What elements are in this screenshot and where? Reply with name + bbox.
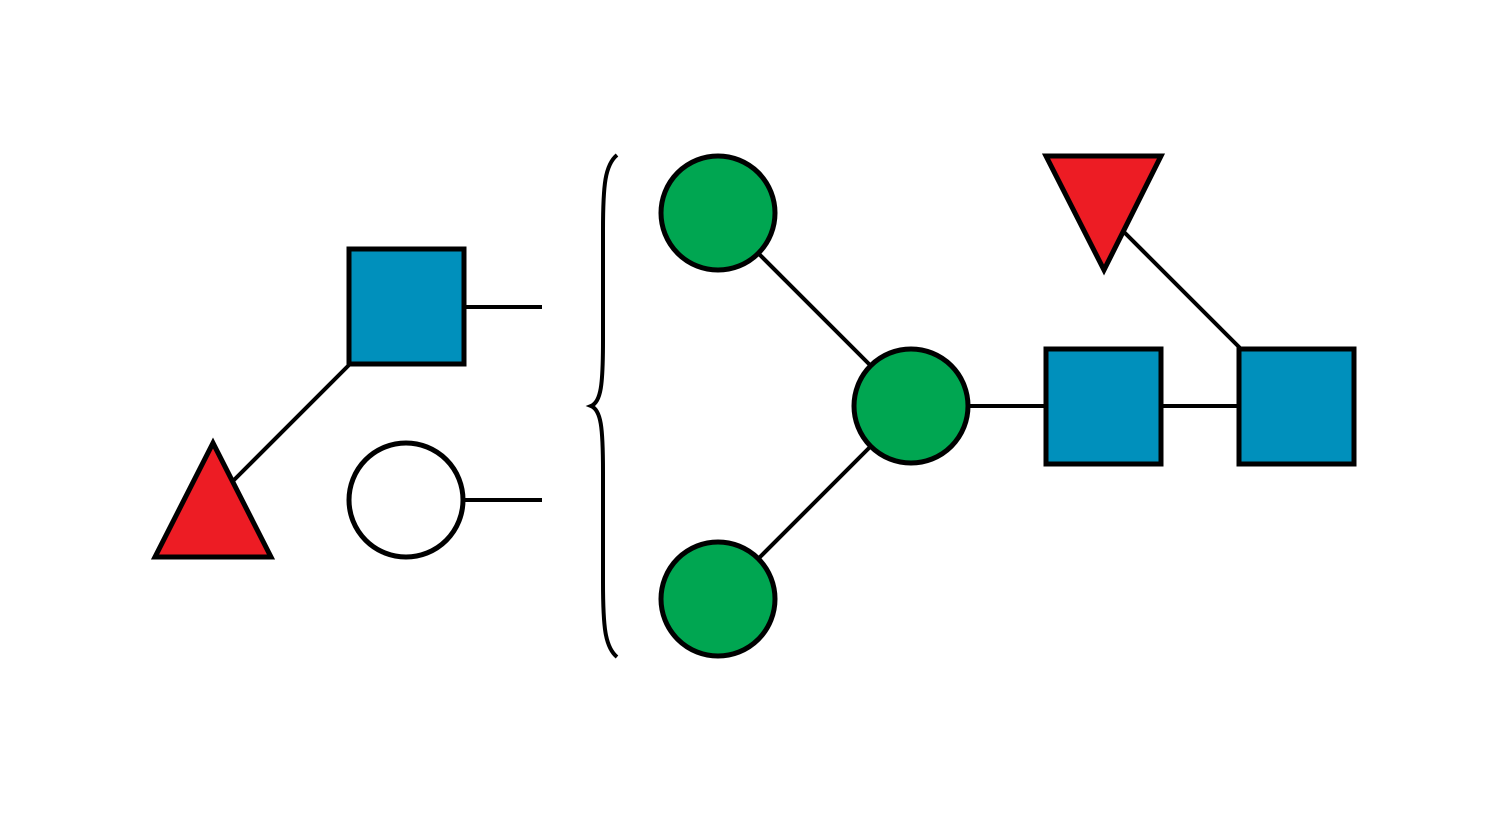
- bracket-icon: [585, 153, 619, 659]
- hexose-circle-icon: [346, 440, 466, 560]
- glcnac-square-icon: [346, 246, 467, 367]
- fucose-triangle-icon: [150, 437, 276, 560]
- mannose-top-circle-icon: [658, 153, 778, 273]
- mannose-bottom-circle-icon: [658, 539, 778, 659]
- bond-fuc-antenna-glcnac-antenna: [230, 362, 352, 484]
- mannose-core-circle-icon: [851, 346, 971, 466]
- bond-man-top-man-core: [757, 252, 873, 368]
- glcnac-core-2-square-icon: [1236, 346, 1357, 467]
- bond-fuc-core-glcnac-core-2: [1122, 230, 1242, 350]
- bond-lines: [230, 230, 1242, 560]
- glcnac-core-1-square-icon: [1043, 346, 1164, 467]
- fucose-core-triangle-icon: [1041, 153, 1166, 276]
- bond-man-bottom-man-core: [757, 444, 873, 560]
